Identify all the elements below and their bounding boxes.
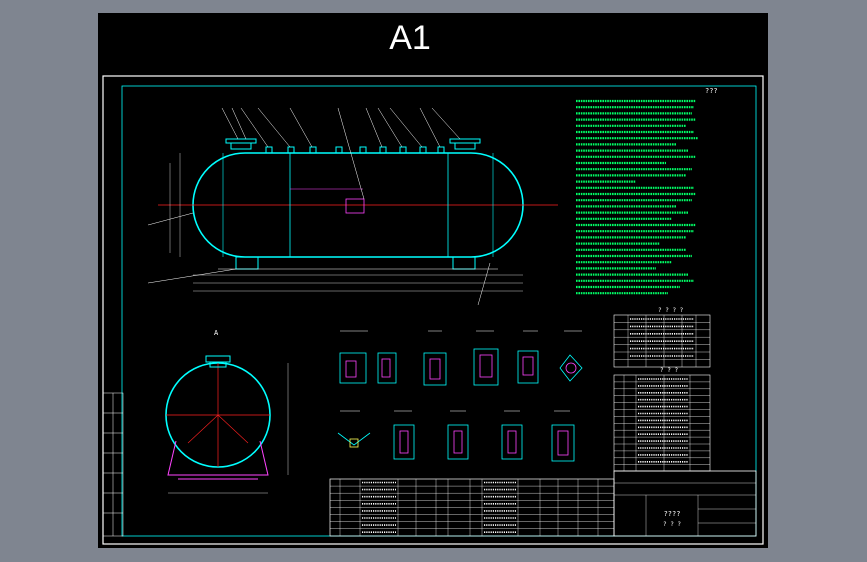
nozzle-cap-right	[449, 138, 481, 144]
detail-row-1	[339, 348, 583, 386]
parts-list-table	[329, 478, 615, 537]
side-view-label: A	[214, 329, 219, 337]
saddle-right	[452, 256, 476, 270]
vessel-side-view: A	[165, 329, 289, 494]
sheet-size-label: A1	[389, 19, 431, 57]
nozzle-flange-right	[454, 142, 476, 150]
nozzle-cap-left	[225, 138, 257, 144]
top-neck	[209, 361, 227, 368]
drawing-title: ????	[664, 510, 681, 518]
technical-notes-block: ???	[576, 87, 718, 295]
top-flange	[205, 355, 231, 363]
left-revision-strip	[102, 392, 124, 537]
title-block: ???? ? ? ?	[613, 470, 757, 537]
nozzle-table: ? ? ? ? ? ? ?	[613, 307, 711, 472]
table-header: ? ? ? ?	[658, 307, 684, 314]
angle-line-right	[217, 414, 249, 444]
manhole-mark	[345, 198, 365, 214]
dimension-lines	[169, 153, 523, 292]
detail-row-2	[337, 424, 575, 462]
nozzle-flange-left	[230, 142, 252, 150]
leaders-side	[147, 212, 491, 306]
leaders-top	[221, 107, 461, 200]
detail-title-bars	[340, 330, 582, 412]
drawing-subtitle: ? ? ?	[663, 521, 681, 528]
sheet-frame	[102, 75, 764, 545]
cad-drawing-svg: A1	[102, 19, 764, 545]
detail-views	[337, 330, 583, 462]
notes-title: ???	[705, 87, 718, 95]
top-nozzles	[265, 146, 445, 154]
saddle-support	[167, 440, 269, 476]
table2-header: ? ? ?	[660, 367, 678, 374]
saddle-left	[235, 256, 259, 270]
drawing-canvas[interactable]: A1	[98, 13, 768, 548]
angle-line-left	[187, 414, 219, 444]
vessel-front-view	[147, 107, 558, 306]
